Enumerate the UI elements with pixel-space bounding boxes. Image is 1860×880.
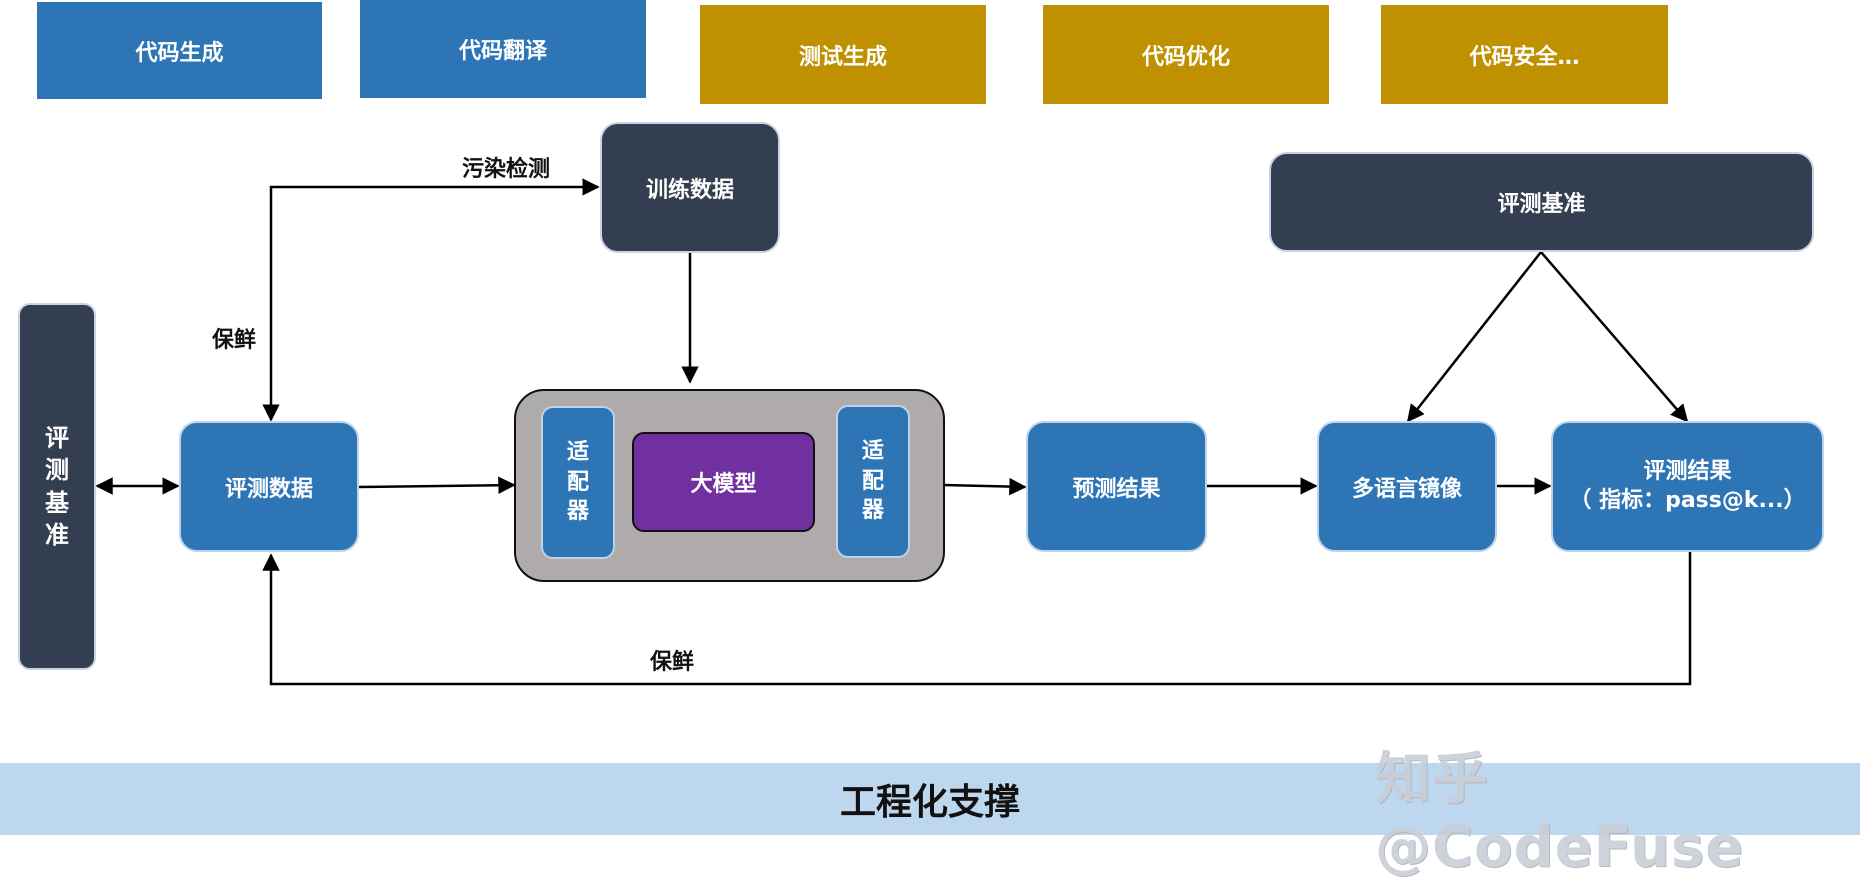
task-code-generation: 代码生成 — [37, 2, 322, 99]
connector-arrows — [95, 178, 1692, 686]
left-benchmark-char: 评 — [45, 423, 69, 452]
right-benchmark-box: 评测基准 — [1269, 152, 1814, 252]
task-code-translation: 代码翻译 — [360, 0, 646, 98]
label-fresh-top: 保鲜 — [212, 328, 257, 353]
watermark: 知乎 @CodeFuse — [1375, 747, 1745, 880]
left-benchmark-box: 评 测 基 准 — [18, 303, 96, 670]
adapter-char: 适 — [861, 438, 884, 464]
training-data-box: 训练数据 — [600, 122, 780, 253]
left-benchmark-char: 测 — [45, 456, 69, 485]
adapter-char: 器 — [861, 498, 884, 524]
left-benchmark-char: 基 — [45, 488, 69, 517]
task-code-optimization: 代码优化 — [1043, 5, 1329, 104]
engineering-support-bar: 工程化支撑 — [0, 763, 1860, 835]
prediction-box: 预测结果 — [1026, 421, 1207, 552]
left-benchmark-char: 准 — [45, 520, 69, 549]
multilang-box: 多语言镜像 — [1317, 421, 1497, 552]
label-fresh-bottom: 保鲜 — [650, 650, 695, 675]
adapter-char: 配 — [861, 468, 884, 494]
label-contamination: 污染检测 — [462, 157, 551, 182]
task-code-security: 代码安全… — [1381, 5, 1668, 104]
adapter-right: 适 配 器 — [836, 405, 910, 558]
adapter-char: 器 — [566, 499, 589, 525]
adapter-char: 配 — [566, 469, 589, 495]
task-test-generation: 测试生成 — [700, 5, 986, 104]
adapter-char: 适 — [566, 439, 589, 465]
eval-result-title: 评测结果 — [1643, 458, 1732, 484]
large-model-box: 大模型 — [632, 432, 815, 532]
eval-data-box: 评测数据 — [179, 421, 359, 552]
eval-result-metric: （ 指标：pass@k...） — [1569, 487, 1806, 513]
adapter-left: 适 配 器 — [541, 406, 615, 559]
eval-result-box: 评测结果 （ 指标：pass@k...） — [1551, 421, 1824, 552]
